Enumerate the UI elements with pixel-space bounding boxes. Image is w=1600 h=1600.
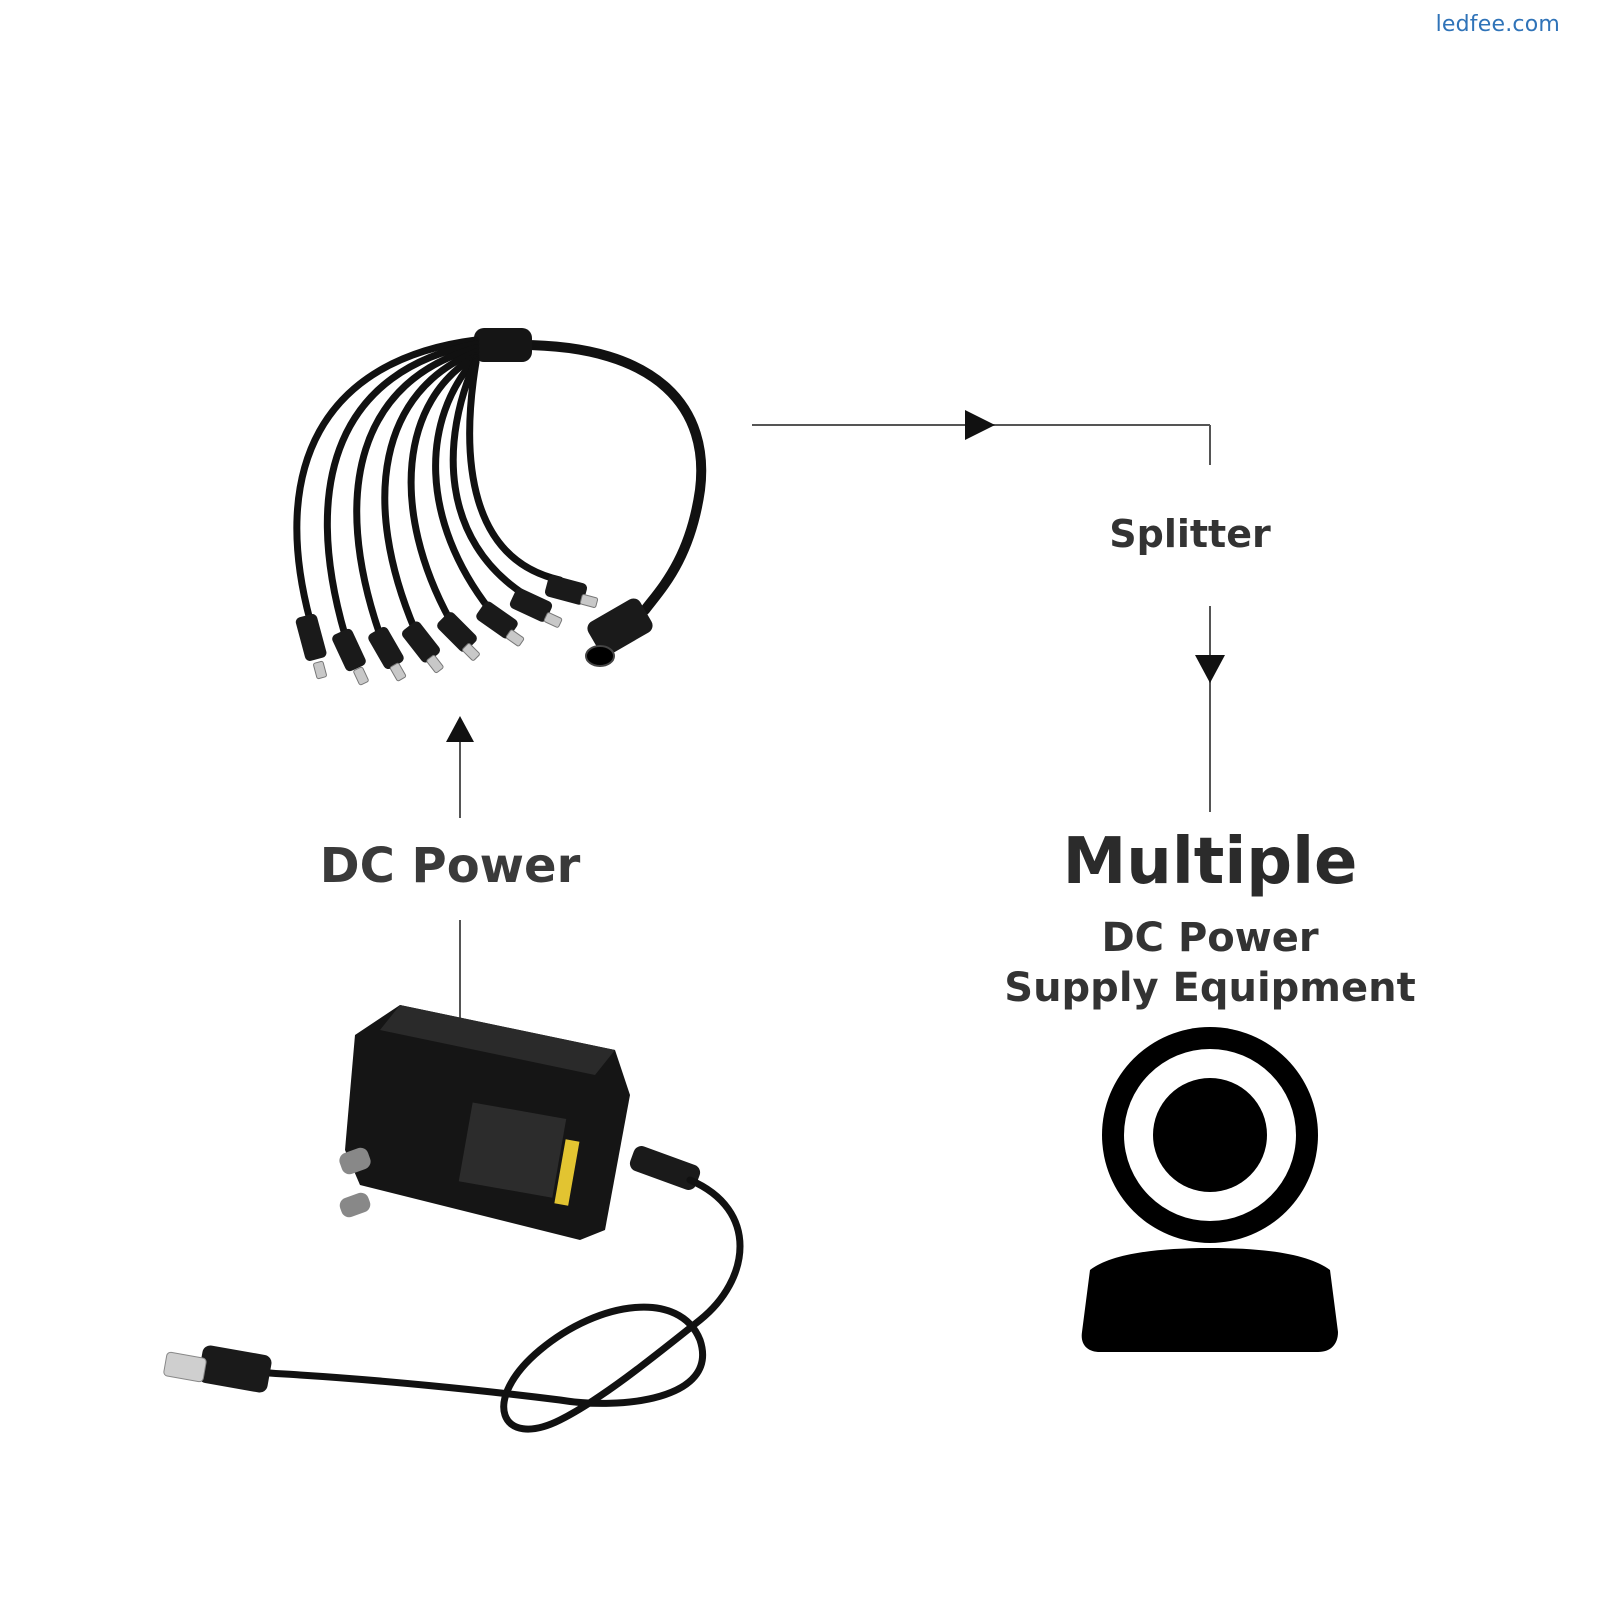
supply-equipment-subheading: Supply Equipment [1004,965,1416,1011]
flow-connectors [446,410,1225,1040]
splitter-cable-icon [293,328,707,686]
watermark: ledfee.com [1435,12,1560,37]
multiple-heading: Multiple [1062,825,1358,899]
webcam-icon [1081,1027,1338,1352]
dc-power-label: DC Power [319,838,581,894]
splitter-label: Splitter [1109,512,1271,556]
arrow-down-icon [1195,655,1225,683]
arrow-up-icon [446,716,474,742]
arrow-right-icon [965,410,995,440]
power-adapter-icon [163,1005,744,1433]
dc-power-subheading: DC Power [1101,915,1319,961]
